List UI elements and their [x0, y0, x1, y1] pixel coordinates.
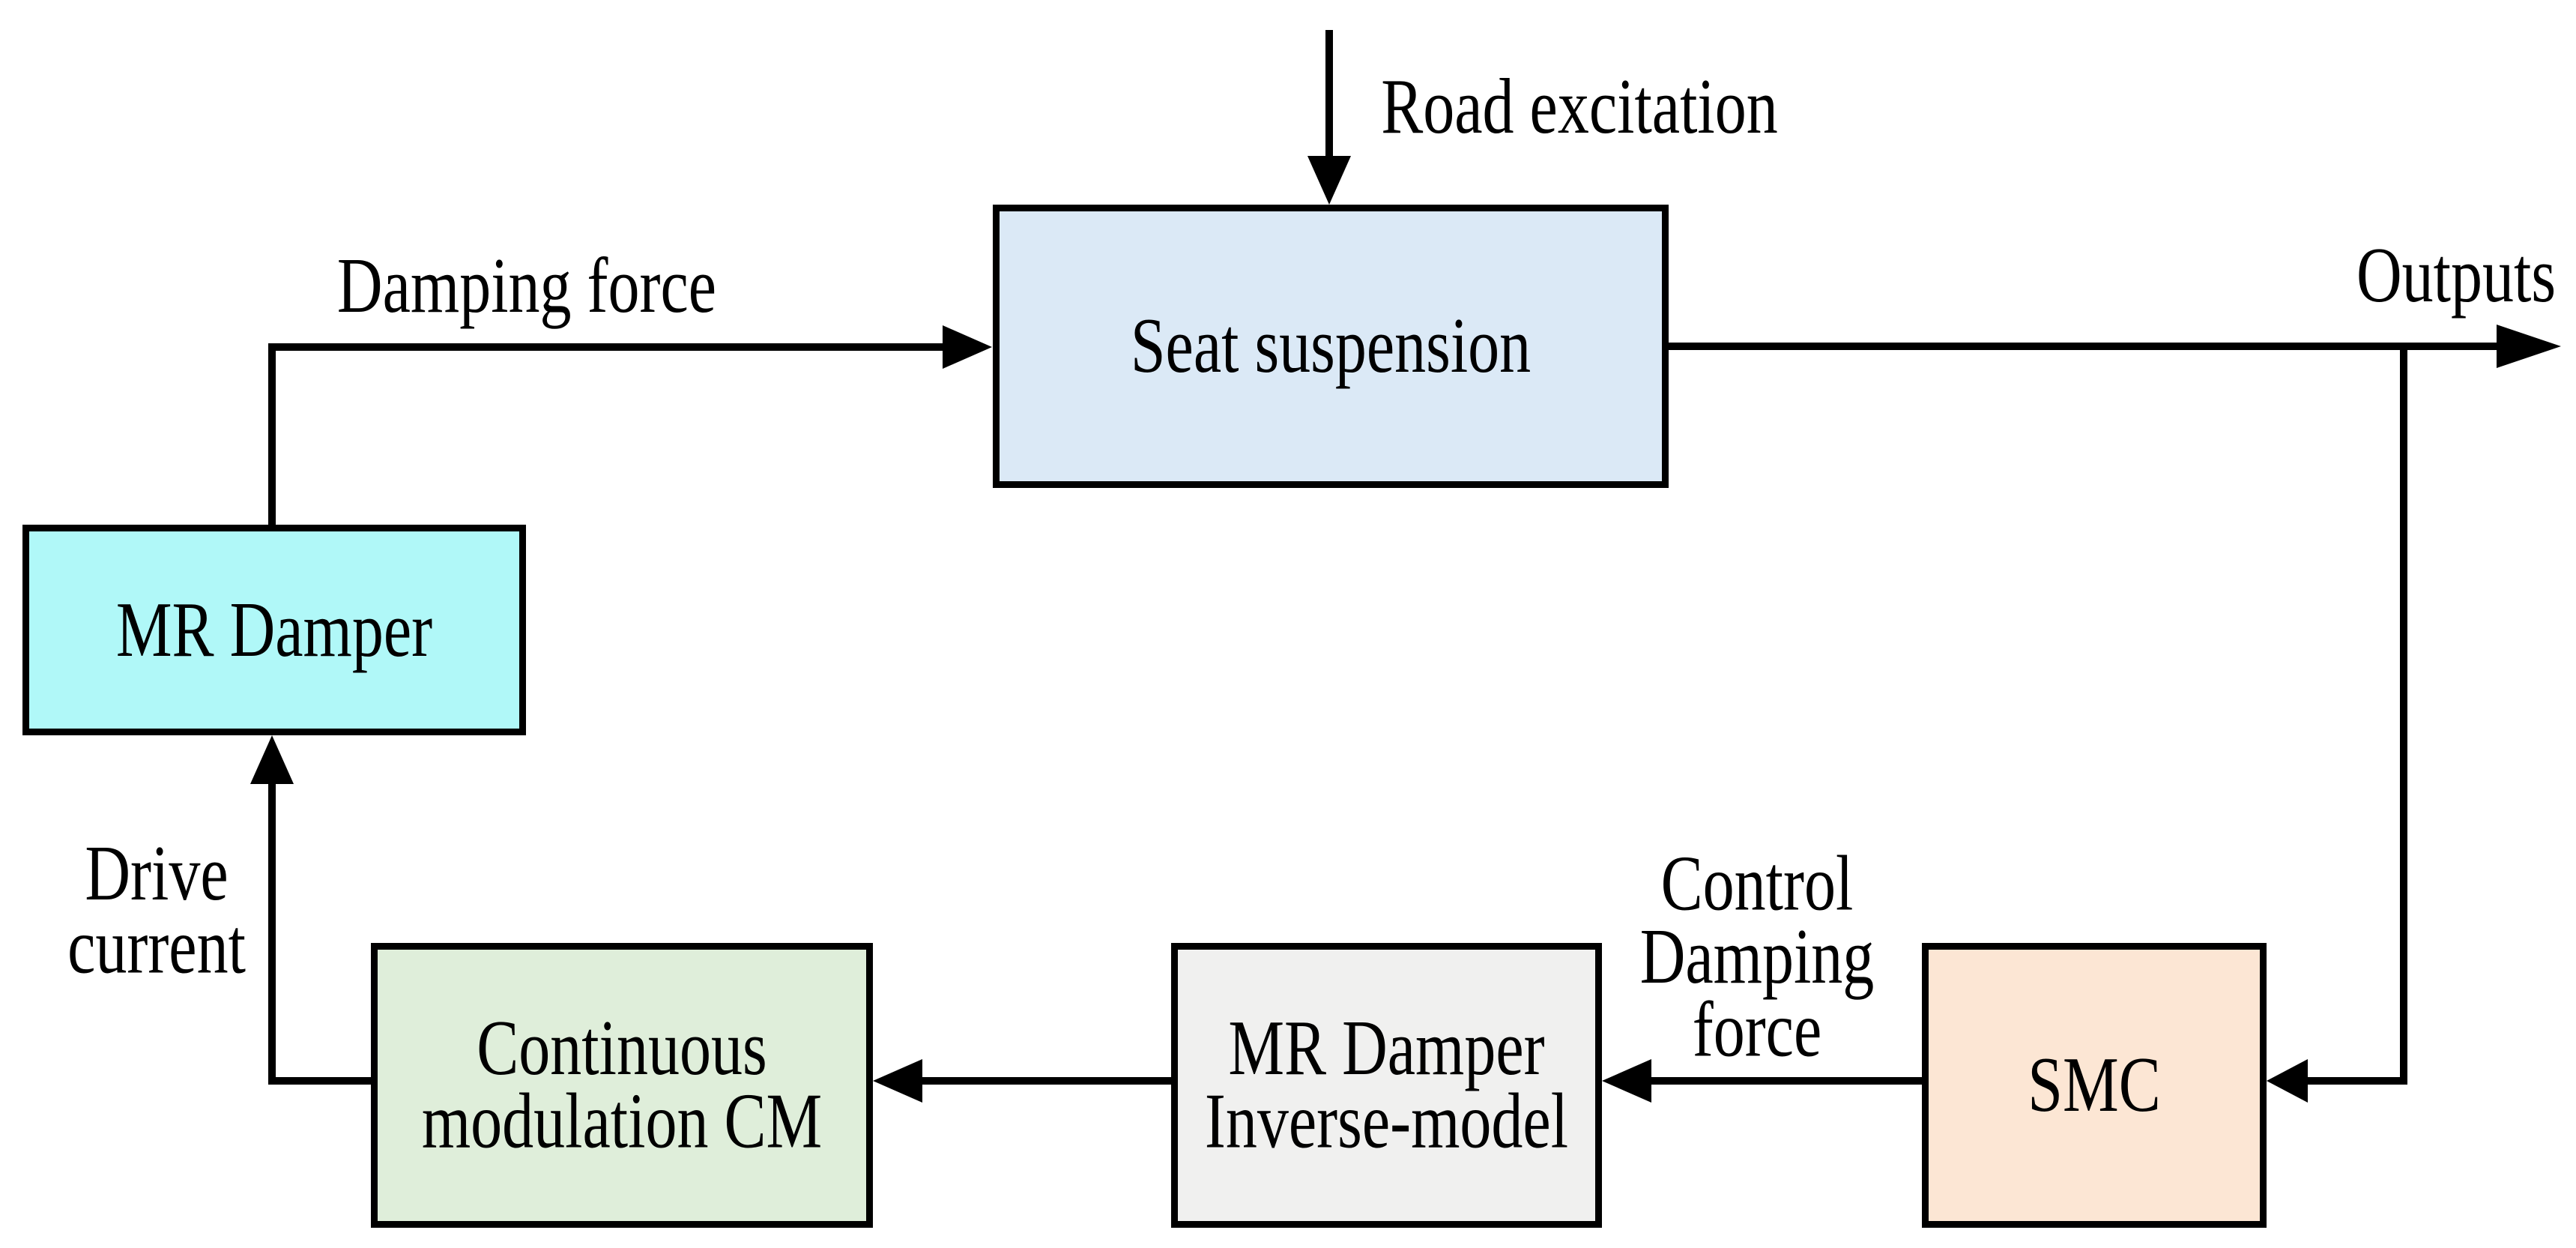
damping-force-arrowhead — [943, 325, 992, 369]
block-mr-damper-inverse-model-label: MR Damper Inverse-model — [1204, 1004, 1569, 1166]
block-continuous-modulation-cm: Continuous modulation CM — [371, 943, 873, 1228]
block-smc-label: SMC — [2028, 1041, 2161, 1129]
road-excitation-label: Road excitation — [1381, 63, 1778, 151]
block-smc: SMC — [1922, 943, 2267, 1228]
drive-current-arrowhead — [250, 735, 294, 784]
damping-force-line-vertical — [268, 343, 276, 528]
inverse-to-cm-line — [921, 1077, 1171, 1085]
block-mr-damper-inverse-model: MR Damper Inverse-model — [1171, 943, 1602, 1228]
road-excitation-arrowhead — [1307, 156, 1351, 205]
outputs-line — [1665, 343, 2497, 350]
drive-current-line-horizontal — [268, 1077, 371, 1085]
damping-force-line-horizontal — [268, 343, 943, 351]
smc-to-inverse-line — [1650, 1077, 1922, 1085]
smc-to-inverse-arrowhead — [1602, 1059, 1651, 1103]
drive-current-label: Drive current — [67, 830, 246, 991]
block-mr-damper-label: MR Damper — [115, 585, 433, 673]
inverse-to-cm-arrowhead — [873, 1059, 922, 1103]
drive-current-line-vertical — [268, 783, 276, 1085]
block-seat-suspension-label: Seat suspension — [1130, 302, 1532, 390]
block-continuous-modulation-cm-label: Continuous modulation CM — [421, 1004, 823, 1166]
control-damping-force-label: Control Damping force — [1639, 839, 1875, 1073]
outputs-arrowhead — [2497, 325, 2561, 368]
outputs-label: Outputs — [2356, 232, 2557, 319]
block-seat-suspension: Seat suspension — [993, 205, 1669, 488]
road-excitation-line — [1325, 30, 1333, 157]
feedback-line-vertical — [2400, 343, 2407, 1085]
feedback-arrowhead — [2267, 1059, 2308, 1103]
block-mr-damper: MR Damper — [22, 525, 526, 735]
damping-force-label: Damping force — [336, 242, 717, 330]
feedback-line-horizontal — [2306, 1077, 2407, 1085]
